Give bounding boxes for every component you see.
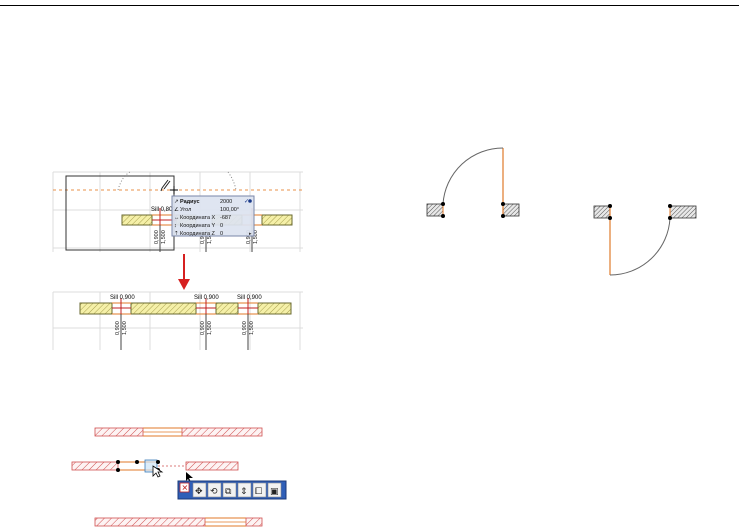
check-icon[interactable]: ✓ [244,199,249,205]
sill-label: Sill 0,900 [194,295,219,301]
tracker-row-radius[interactable]: ↗ Радиус 2000 [174,199,232,205]
pencil-cursor-icon [160,179,171,192]
dim-label: 1,500 [253,230,259,244]
dim-label: 0,900 [200,321,206,335]
palette-button-elevate[interactable]: ⇕ [237,482,252,498]
multiply-icon[interactable]: ⧠ [255,487,262,497]
coord-y-icon: ↕ [174,223,177,229]
rotate-icon[interactable]: ⟲ [210,487,218,497]
coord-z-icon: ⇡ [174,230,179,237]
plan-top: Sill 0,800 0,900 1,500 0,900 1,500 0,900… [52,171,303,252]
palette-button-close[interactable]: ✕ [179,482,190,493]
tracker-value[interactable]: 0 [220,231,223,237]
tracker-label: Координата Z [180,231,216,237]
radius-icon: ↗ [174,199,179,205]
door-swing-open-down [593,204,697,276]
crosshair-cursor-icon [170,186,178,194]
sill-label: Sill 0,900 [110,295,135,301]
dim-label: 1,500 [207,230,213,244]
move-icon[interactable]: ✥ [195,487,203,497]
top-sill-label: Sill 0,800 [151,207,176,213]
tracker-label: Радиус [180,199,200,205]
tracker-label: Координата X [180,215,216,221]
palette-button-settings[interactable]: ▣ [267,482,282,498]
lock-icon[interactable] [248,199,252,203]
page-top-rule [0,5,739,6]
tracker-value[interactable]: -687 [220,215,231,221]
close-icon[interactable]: ✕ [182,484,189,493]
pet-palette[interactable]: ✕ ✥ ⟲ ⧉ ⇕ ⧠ ▣ [177,480,287,500]
tracker-panel[interactable]: ↗ Радиус 2000 ∠ Угол 100,00° ↔ Координат… [171,195,255,237]
down-arrow-icon [178,254,190,290]
wall-edit-selected[interactable] [71,459,239,483]
plan-bottom: Sill 0,900 Sill 0,900 Sill 0,900 0,900 1… [52,291,303,350]
dim-label: 1,500 [249,321,255,335]
palette-button-move[interactable]: ✥ [192,482,207,498]
dim-label: 0,900 [200,230,206,244]
tracker-value[interactable]: 100,00° [220,207,239,213]
door-swing-open-up [426,147,520,218]
tracker-label: Угол [180,207,191,213]
palette-button-multiply[interactable]: ⧠ [252,482,267,498]
dim-label: 1,500 [122,321,128,335]
expand-icon[interactable]: ▸ [249,231,252,237]
tracker-value[interactable]: 0 [220,223,223,229]
dim-label: 0,900 [154,230,160,244]
dim-label: 0,900 [242,321,248,335]
tracker-row-z[interactable]: ⇡ Координата Z 0 [174,230,223,237]
tracker-label: Координата Y [180,223,216,229]
tracker-value[interactable]: 2000 [220,199,232,205]
dim-label: 0,900 [246,230,252,244]
wall-edit-after [94,517,263,527]
pet-pointer-icon [186,472,193,483]
sill-label: Sill 0,900 [237,295,262,301]
coord-x-icon: ↔ [174,215,180,221]
tracker-row-angle[interactable]: ∠ Угол 100,00° [174,206,239,213]
mirror-icon[interactable]: ⧉ [225,487,232,497]
dim-label: 1,500 [207,321,213,335]
pointer-cursor-icon [152,465,164,478]
tracker-row-y[interactable]: ↕ Координата Y 0 [174,223,223,229]
palette-button-rotate[interactable]: ⟲ [207,482,222,498]
angle-icon: ∠ [174,206,179,213]
wall-edit-before [94,427,263,437]
dim-label: 1,500 [161,230,167,244]
palette-button-mirror[interactable]: ⧉ [222,482,237,498]
settings-icon[interactable]: ▣ [270,487,279,497]
tracker-row-x[interactable]: ↔ Координата X -687 [174,215,231,221]
elevate-icon[interactable]: ⇕ [240,487,248,497]
dim-label: 0,900 [115,321,121,335]
